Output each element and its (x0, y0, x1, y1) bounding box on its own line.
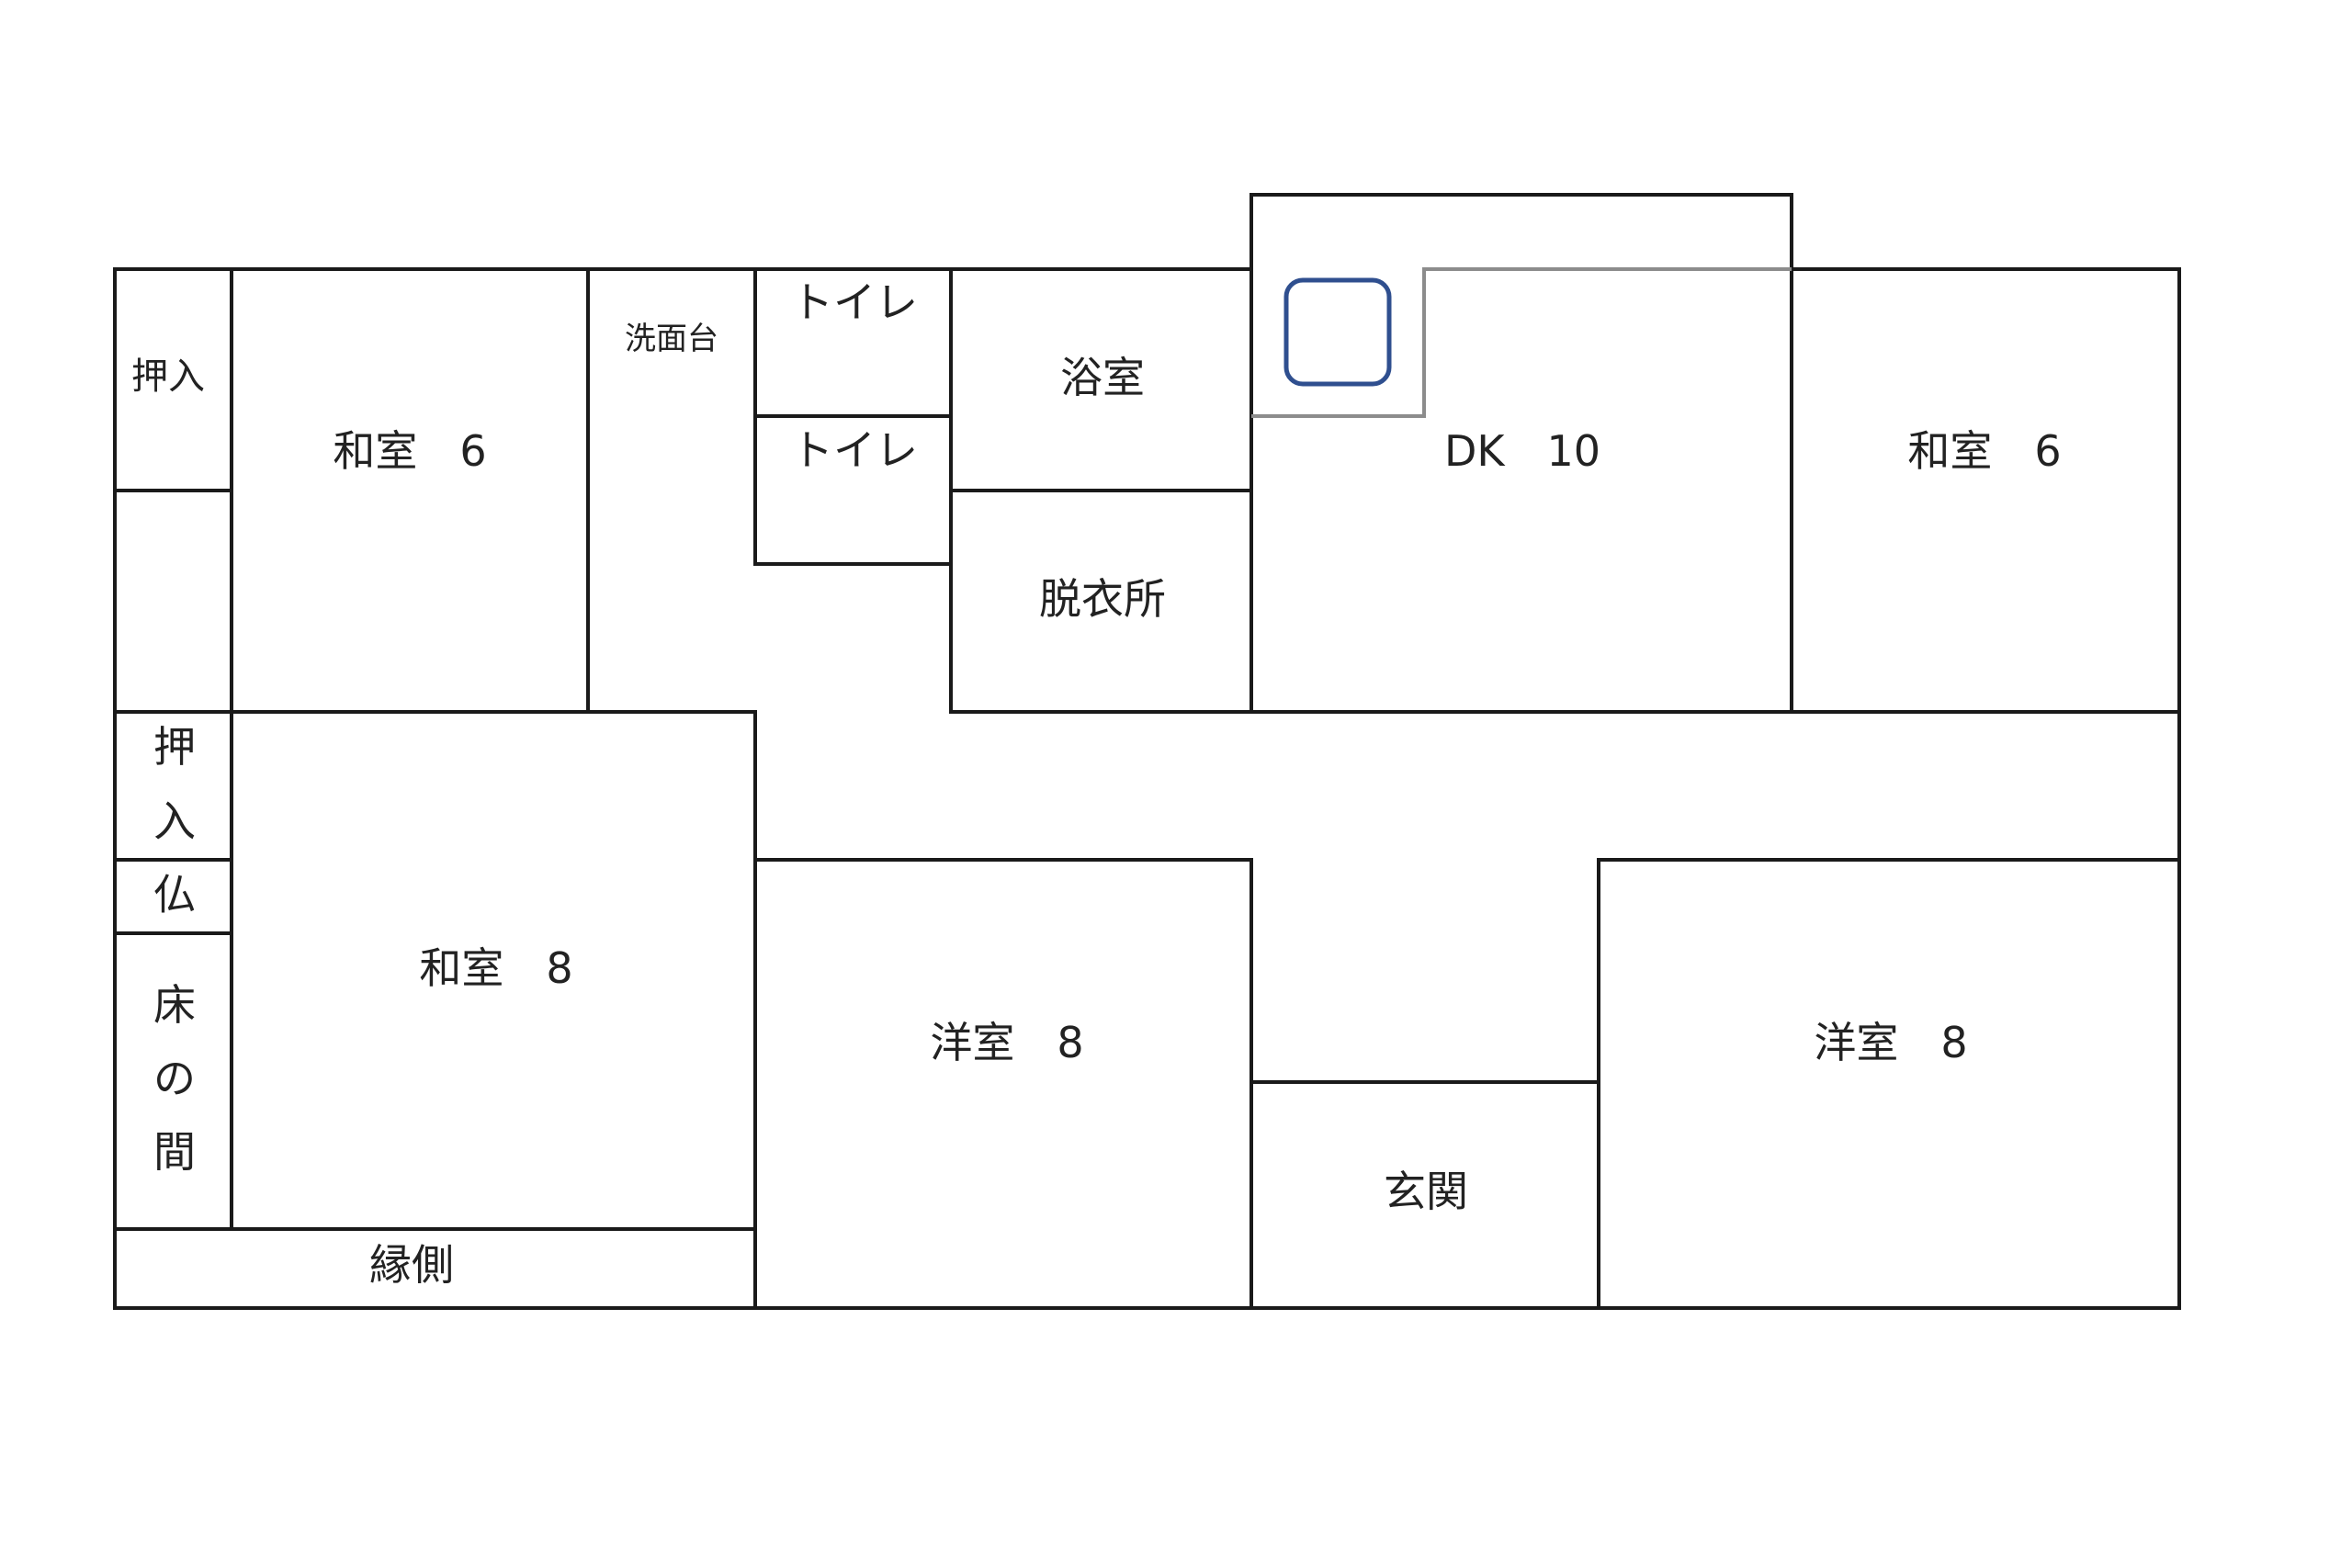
datsuijo-label: 脱衣所 (1039, 574, 1166, 624)
interior-walls (113, 267, 2181, 1310)
washitsu-nw-label: 和室 6 (333, 426, 486, 476)
outer-walls (113, 193, 2181, 1310)
sink-icon (1283, 277, 1392, 387)
oshiire-top-label: 押入 (131, 355, 205, 398)
butsudan-label: 仏 (153, 870, 196, 919)
tokonoma-label-1: 床 (153, 980, 196, 1030)
tokonoma-label-3: 間 (153, 1127, 196, 1177)
washitsu-8-label: 和室 8 (419, 943, 572, 993)
youshitsu-center-label: 洋室 8 (930, 1018, 1083, 1067)
kitchen-partition (1251, 267, 1792, 418)
tokonoma-label-2: の (153, 1054, 196, 1103)
dk-label: DK 10 (1444, 426, 1600, 476)
oshiire-side-label-1: 押 (153, 722, 196, 772)
oshiire-side-label-2: 入 (153, 796, 196, 846)
toilet-1-label: トイレ (791, 277, 918, 327)
yokushitsu-label: 浴室 (1060, 353, 1145, 402)
genkan-label: 玄関 (1384, 1167, 1468, 1216)
washitsu-ne-label: 和室 6 (1907, 426, 2061, 476)
youshitsu-east-label: 洋室 8 (1814, 1018, 1967, 1067)
senmendai-label: 洗面台 (625, 321, 718, 357)
toilet-2-label: トイレ (791, 425, 918, 475)
engawa-label: 縁側 (369, 1240, 454, 1290)
